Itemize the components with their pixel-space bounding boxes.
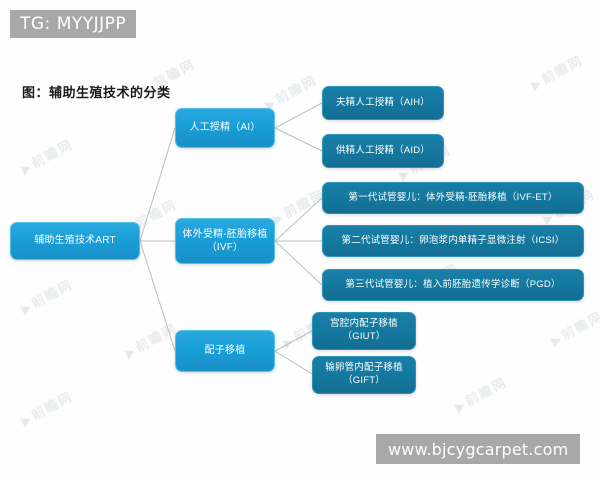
- watermark-bottom-right: www.bjcygcarpet.com: [376, 434, 581, 464]
- node-art[interactable]: 辅助生殖技术ART: [10, 222, 140, 260]
- edge-ivf-ivfet: [274, 197, 323, 242]
- node-pgd[interactable]: 第三代试管婴儿：植入前胚胎遗传学诊断（PGD）: [322, 269, 584, 301]
- edge-gt-giut: [274, 330, 313, 352]
- edge-art-gt: [139, 240, 176, 352]
- node-ai[interactable]: 人工授精（AI）: [175, 108, 275, 148]
- node-ivfet[interactable]: 第一代试管婴儿：体外受精-胚胎移植（IVF-ET）: [322, 182, 584, 214]
- node-giut[interactable]: 宫腔内配子移植 （GIUT）: [312, 312, 416, 350]
- node-aih[interactable]: 夫精人工授精（AIH）: [322, 86, 444, 120]
- node-gt[interactable]: 配子移植: [175, 330, 275, 372]
- edge-gt-gift: [274, 350, 313, 375]
- edge-ivf-pgd: [274, 240, 323, 286]
- node-gift[interactable]: 输卵管内配子移植 （GIFT）: [312, 356, 416, 394]
- watermark-top-left: TG: MYYJJPP: [10, 10, 137, 38]
- edge-ai-aih: [274, 102, 323, 129]
- node-aid[interactable]: 供精人工授精（AID）: [322, 134, 444, 168]
- node-ivf[interactable]: 体外受精-胚胎移植 （IVF）: [175, 218, 275, 264]
- chart-title: 图：辅助生殖技术的分类: [22, 86, 171, 101]
- edge-ai-aid: [274, 127, 323, 152]
- node-icsi[interactable]: 第二代试管婴儿：卵泡浆内单精子显微注射（ICSI）: [322, 225, 584, 257]
- edge-art-ai: [139, 127, 176, 242]
